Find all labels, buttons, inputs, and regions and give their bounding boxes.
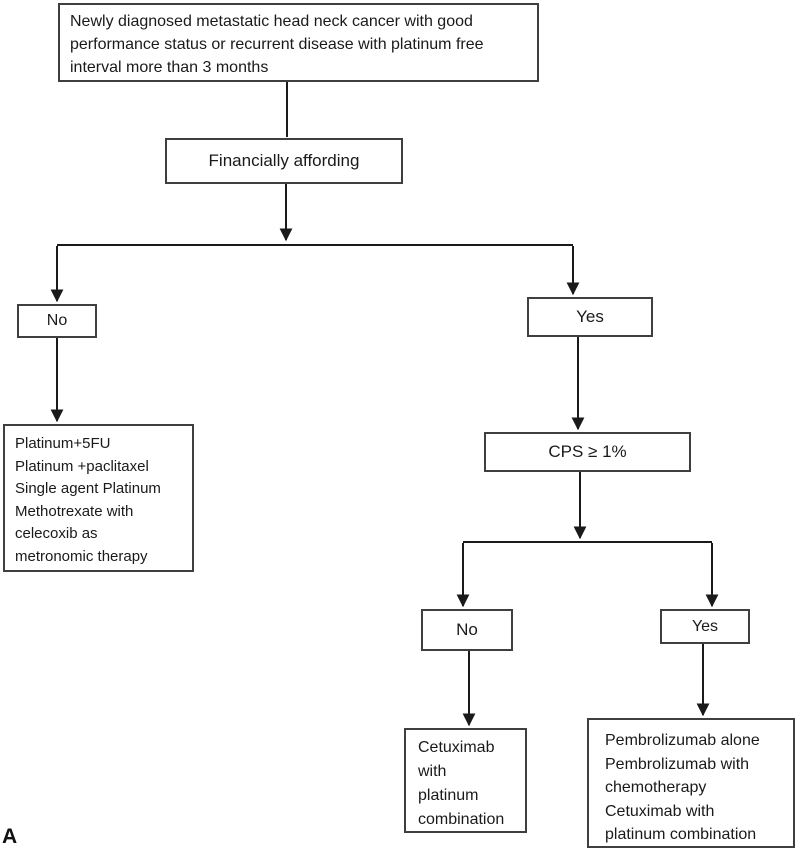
text-line: performance status or recurrent disease … (70, 36, 484, 53)
node-cps-yes: Yes (660, 609, 750, 644)
text-line: Cetuximab with (605, 802, 715, 820)
text-line: Platinum+5FU (15, 435, 111, 452)
text-line: chemotherapy (605, 779, 707, 796)
text-line: Platinum +paclitaxel (15, 457, 149, 475)
text-line: Cetuximab (418, 739, 495, 756)
text-line: Methotrexate with (15, 502, 134, 520)
node-affording-no: No (17, 304, 97, 338)
text-line: interval more than 3 months (70, 59, 269, 76)
node-cps-no: No (421, 609, 513, 651)
text-line: Pembrolizumab with (605, 755, 750, 773)
node-affording-yes: Yes (527, 297, 653, 337)
text-line: with (418, 763, 447, 780)
node-cps-no-options: Cetuximab with platinum combination (404, 728, 527, 833)
text-line: Single agent Platinum (15, 480, 161, 497)
text-line: Newly diagnosed metastatic head neck can… (70, 13, 473, 30)
text-line: platinum combination (605, 826, 757, 843)
node-cps-condition: CPS ≥ 1% (484, 432, 691, 472)
node-financially-affording: Financially affording (165, 138, 403, 184)
text-line: platinum (418, 787, 479, 804)
node-root-condition: Newly diagnosed metastatic head neck can… (58, 3, 539, 82)
text-line: Pembrolizumab alone (605, 732, 760, 749)
text-line: celecoxib as (15, 525, 98, 542)
text-line: combination (418, 811, 505, 828)
text-line: metronomic therapy (15, 547, 148, 565)
panel-label: A (2, 825, 18, 848)
